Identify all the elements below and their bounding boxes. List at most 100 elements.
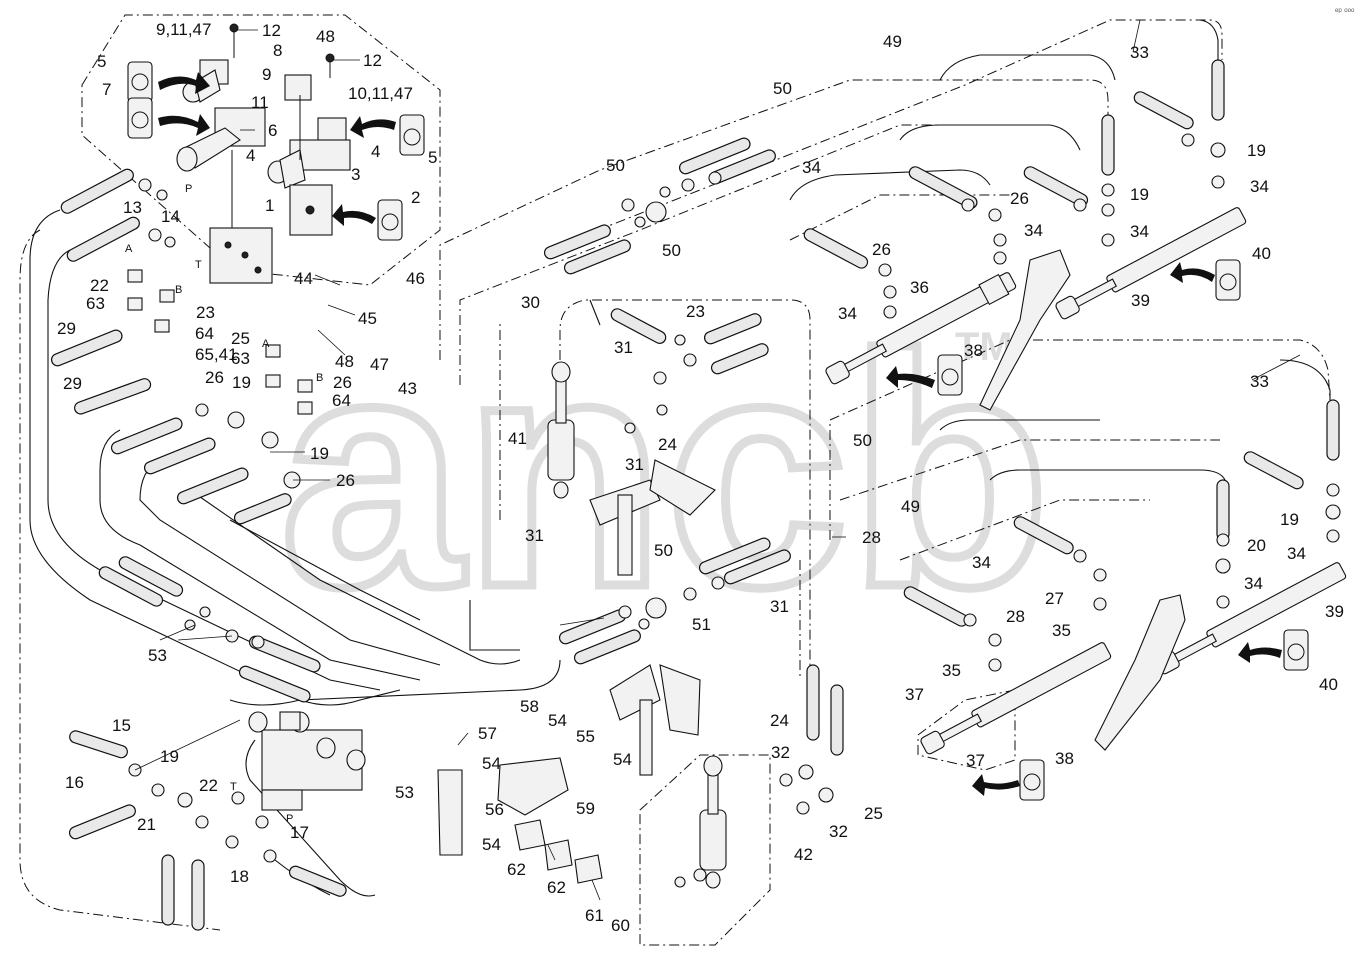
callout-40: 41: [508, 429, 527, 448]
callout-10-11-47: 10,11,47: [348, 84, 413, 103]
callout-15: 15: [112, 716, 131, 735]
port-letter: T: [230, 781, 237, 793]
callout-34: 34: [1130, 222, 1149, 241]
port-letters: P T A B A B T P: [125, 183, 323, 825]
callout-21: 22: [199, 776, 218, 795]
callout-19: 19: [160, 747, 179, 766]
callout-32: 33: [1130, 43, 1149, 62]
callout-33: 34: [802, 158, 821, 177]
callout-48: 49: [883, 32, 902, 51]
callout-16: 16: [65, 773, 84, 792]
callout-20: 21: [137, 815, 156, 834]
hoses: [50, 59, 1340, 931]
callout-26: 26: [1010, 189, 1029, 208]
callout-19: 19: [232, 373, 251, 392]
port-letter: T: [195, 259, 202, 271]
callout-51: 53: [395, 783, 414, 802]
callout-50: 50: [654, 541, 673, 560]
callout-63: 64: [332, 391, 351, 410]
callout-5: 5: [428, 148, 437, 167]
callout-1: 1: [265, 196, 274, 215]
callout-34: 34: [1250, 177, 1269, 196]
callout-54: 54: [548, 711, 567, 730]
callout-28: 29: [63, 374, 82, 393]
indicator-arrows: [158, 72, 1282, 796]
callout-42: 44: [294, 269, 313, 288]
callout-62: 63: [231, 349, 250, 368]
callout-28: 29: [57, 319, 76, 338]
callout-25: 26: [333, 373, 352, 392]
callout-19: 19: [1280, 510, 1299, 529]
callout-48: 49: [901, 497, 920, 516]
callout-49: 50: [853, 431, 872, 450]
callout-9-11-47: 9,11,47: [156, 20, 211, 39]
callout-54: 55: [576, 727, 595, 746]
callout-34: 34: [1244, 574, 1263, 593]
callout-12: 12: [262, 21, 281, 40]
callout-18: 18: [230, 867, 249, 886]
callout-26: 26: [205, 368, 224, 387]
valve-bank-bottom: [248, 711, 366, 811]
callout-9: 9: [262, 65, 271, 84]
callout-40: 42: [794, 845, 813, 864]
callout-59: 61: [585, 906, 604, 925]
callout-31: 32: [829, 822, 848, 841]
callout-57: 59: [576, 799, 595, 818]
port-letter: B: [175, 284, 182, 296]
callout-3: 3: [351, 165, 360, 184]
callout-47: 48: [316, 27, 335, 46]
callout-46: 48: [335, 352, 354, 371]
callout-34: 34: [838, 304, 857, 323]
callout-50: 51: [692, 615, 711, 634]
detail-boxes: [81, 14, 1016, 946]
callout-31: 31: [625, 455, 644, 474]
callout-64: 65,41: [195, 345, 238, 364]
callout-44: 46: [406, 269, 425, 288]
callout-45: 47: [370, 355, 389, 374]
callout-26: 28: [1006, 607, 1025, 626]
callout-26: 26: [336, 471, 355, 490]
callout-39: 40: [1252, 244, 1271, 263]
callout-27: 28: [862, 528, 881, 547]
callout-38: 39: [1131, 291, 1150, 310]
callout-17: 17: [290, 823, 309, 842]
callout-8: 8: [273, 41, 282, 60]
callout-54: 54: [482, 754, 501, 773]
port-letter: P: [286, 813, 293, 825]
callout-7: 7: [102, 80, 111, 99]
callout-24: 24: [770, 711, 789, 730]
leader-lines: [134, 19, 1301, 901]
callout-25: 25: [231, 329, 250, 348]
corner-mark: ᵉᵖ ᵒᵒᵒ: [1335, 6, 1355, 16]
callout-49: 50: [773, 79, 792, 98]
callout-35: 37: [905, 685, 924, 704]
callout-55: 57: [478, 724, 497, 743]
callout-61: 62: [507, 860, 526, 879]
callout-34: 35: [942, 661, 961, 680]
cylinders: [547, 207, 1347, 889]
callout-19: 19: [310, 444, 329, 463]
callout-62: 63: [86, 294, 105, 313]
callout-53: 54: [613, 750, 632, 769]
callout-35: 36: [910, 278, 929, 297]
callout-13: 13: [123, 198, 142, 217]
callout-34: 34: [1024, 221, 1043, 240]
callout-39: 40: [1319, 675, 1338, 694]
callout-2: 2: [411, 188, 420, 207]
callout-4: 4: [246, 146, 255, 165]
callout-24: 25: [864, 804, 883, 823]
callouts: 1 2 3 4 4 5 5 6 7 8 9 9,11,47 10,11,47 1…: [57, 20, 1344, 935]
callout-38: 39: [1325, 602, 1344, 621]
callout-22: 22: [90, 276, 109, 295]
callout-53: 54: [482, 835, 501, 854]
callout-54: 56: [485, 800, 504, 819]
callout-63: 64: [195, 324, 214, 343]
callout-56: 58: [520, 697, 539, 716]
callout-34: 34: [1287, 544, 1306, 563]
callout-29: 31: [525, 526, 544, 545]
callout-19: 19: [1130, 185, 1149, 204]
port-letter: B: [316, 372, 323, 384]
callout-50: 53: [148, 646, 167, 665]
callout-41: 43: [398, 379, 417, 398]
